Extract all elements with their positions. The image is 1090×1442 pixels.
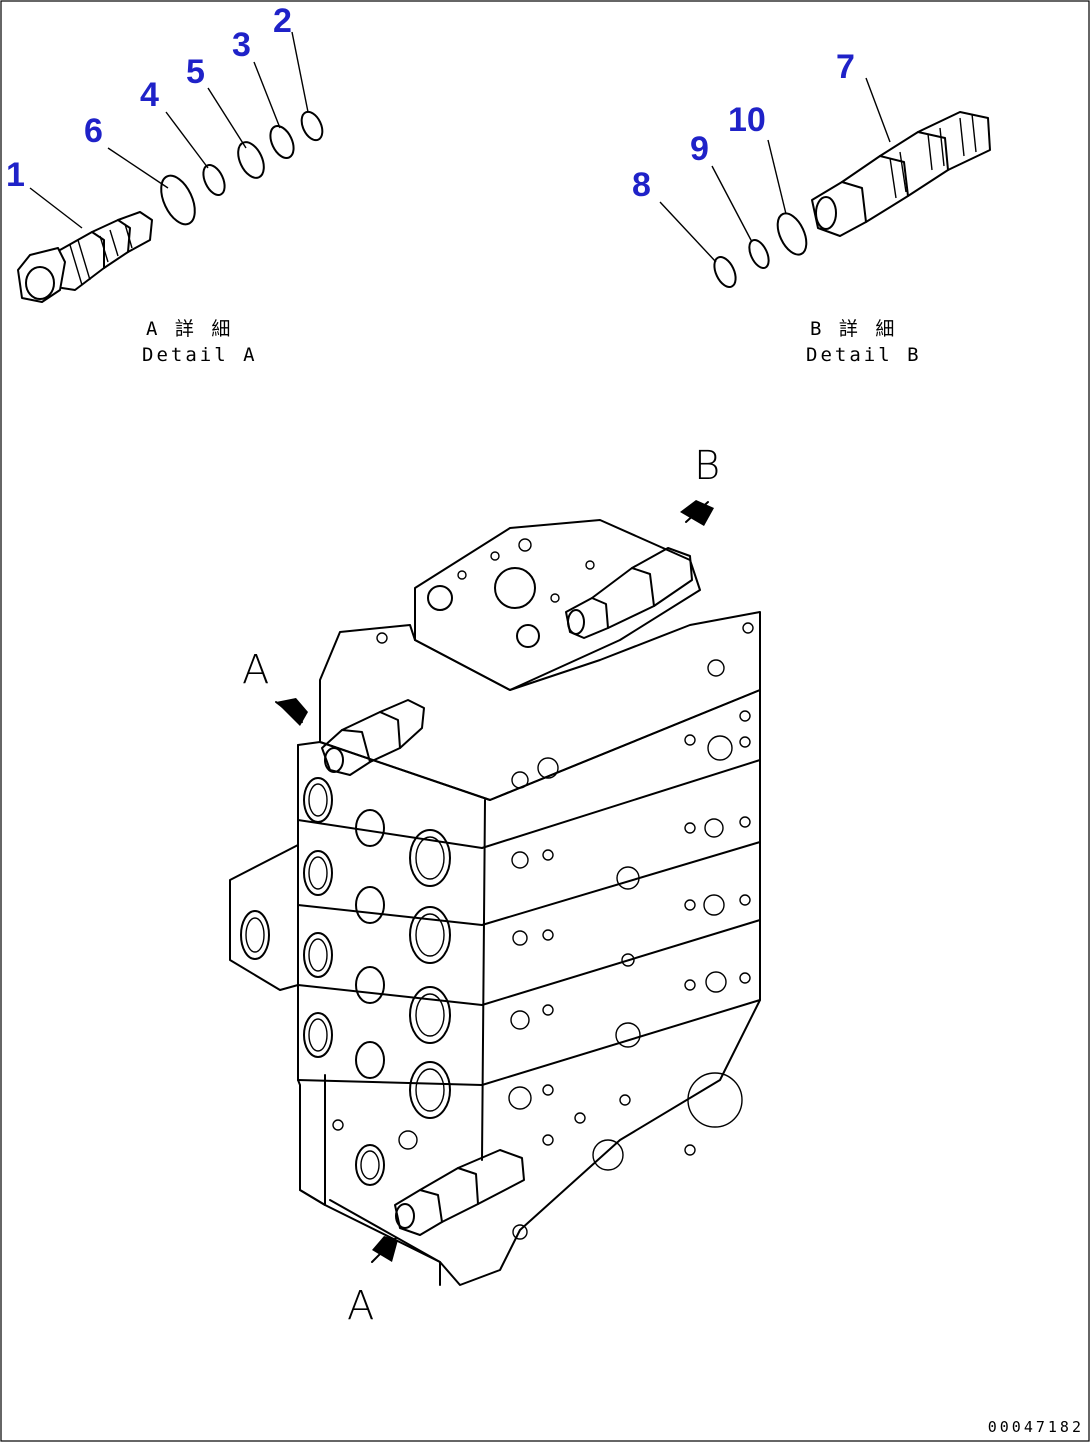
detail-b-leader-lines (659, 77, 891, 263)
control-valve-body (229, 519, 761, 1286)
callout-3: 3 (232, 26, 251, 64)
document-number: 00047182 (987, 1418, 1084, 1436)
detail-b-seals (713, 212, 808, 288)
installed-valve-a-upper (321, 699, 425, 776)
installed-valve-a-lower (394, 1149, 525, 1236)
view-arrow-b (680, 500, 714, 526)
callout-2: 2 (273, 2, 292, 40)
detail-a-leader-lines (29, 31, 309, 229)
detail-a-seals (160, 110, 324, 226)
callout-1: 1 (6, 156, 25, 194)
view-label-a-lower: A (347, 1283, 375, 1329)
callout-9: 9 (690, 130, 709, 168)
view-arrow-a-upper (275, 698, 308, 726)
detail-a-valve-cartridge (17, 211, 153, 303)
installed-valve-b (565, 547, 693, 639)
view-label-b: B (694, 443, 721, 489)
callout-8: 8 (632, 166, 651, 204)
callout-4: 4 (140, 76, 159, 114)
callout-5: 5 (186, 53, 205, 91)
detail-a-caption-jp: A 詳 細 (146, 318, 234, 340)
callout-6: 6 (84, 112, 103, 150)
detail-a-caption-en: Detail A (142, 344, 258, 366)
view-arrow-a-lower (371, 1236, 398, 1263)
callout-7: 7 (836, 48, 855, 86)
view-label-a-upper: A (242, 647, 270, 693)
detail-b-valve-cartridge (811, 111, 991, 237)
detail-b-caption-en: Detail B (806, 344, 922, 366)
callout-10: 10 (728, 101, 766, 139)
detail-b-caption-jp: B 詳 細 (810, 318, 898, 340)
